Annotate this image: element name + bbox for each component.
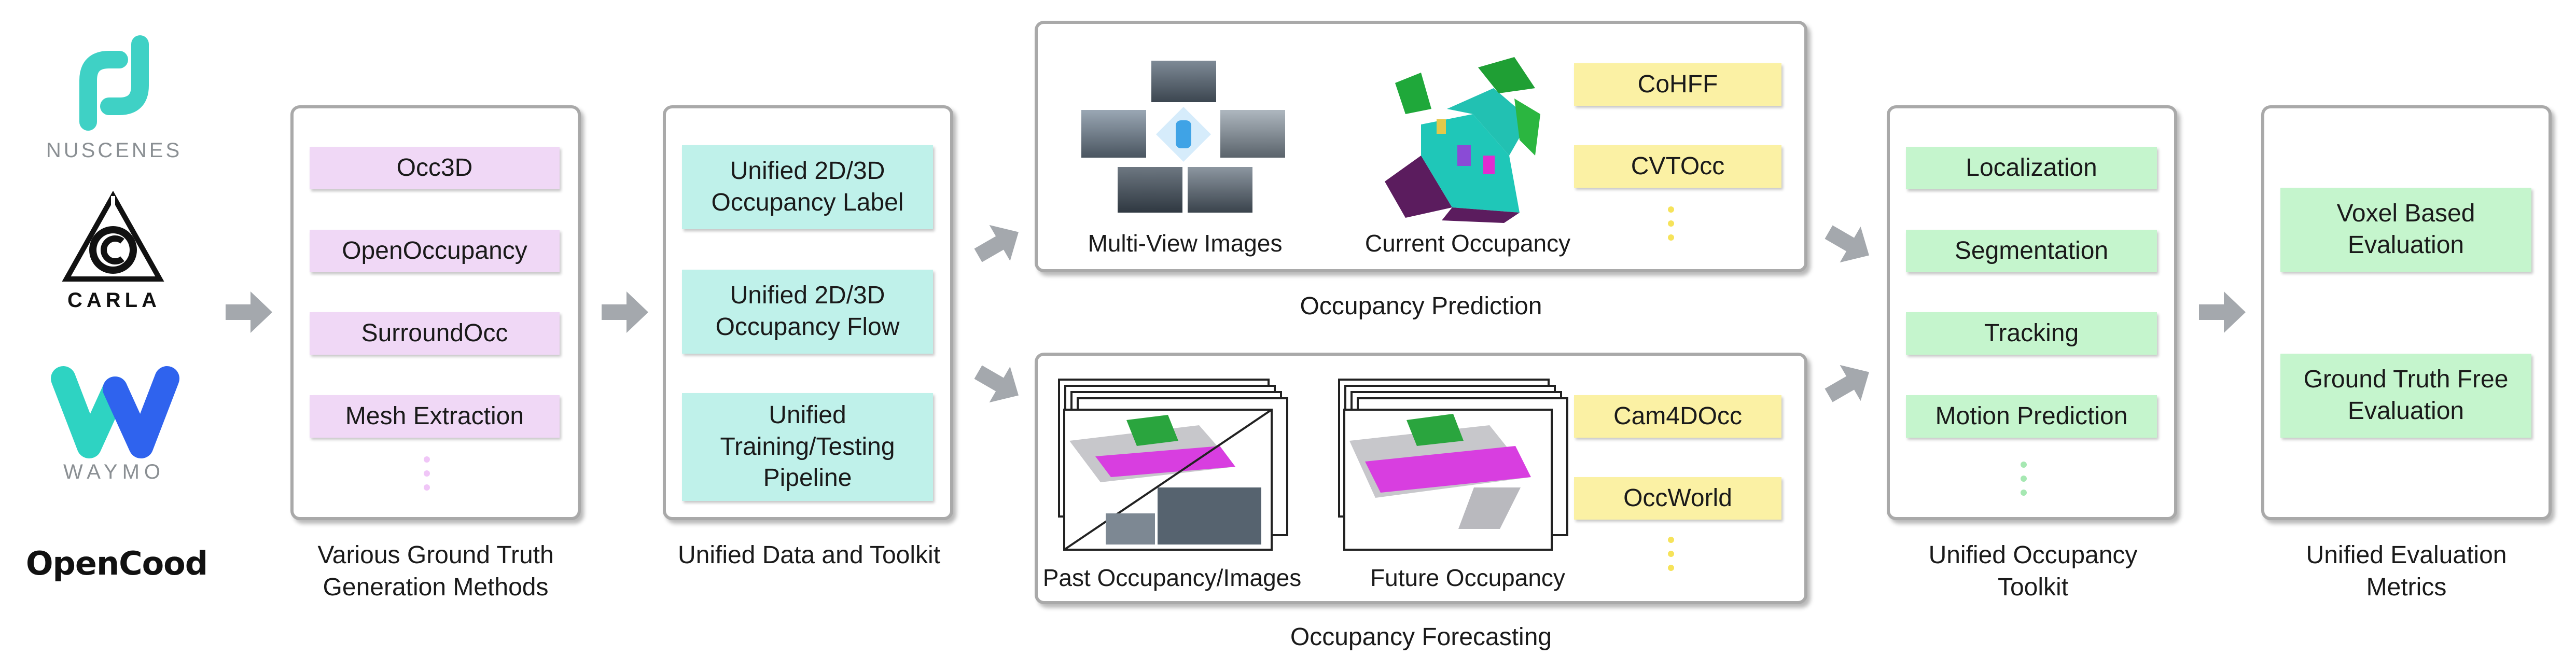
arrow-right-icon	[226, 291, 272, 333]
method-cam4docc: Cam4DOcc	[1574, 395, 1781, 438]
nuscenes-logo-icon	[79, 35, 149, 131]
past-occupancy-frame	[1063, 409, 1273, 551]
carla-wordmark: CARLA	[67, 289, 161, 312]
data-toolkit-caption: Unified Data and Toolkit	[677, 541, 941, 569]
arrow-right-icon	[602, 291, 648, 333]
current-occupancy-render	[1385, 57, 1540, 223]
method-cvtocc: CVTOcc	[1574, 145, 1781, 188]
gt-method-mesh-extraction: Mesh Extraction	[310, 395, 560, 438]
arrow-down-right-icon	[974, 365, 1019, 403]
occupancy-prediction-caption: Occupancy Prediction	[1300, 292, 1542, 320]
future-occupancy-frame	[1343, 409, 1553, 551]
multi-view-images	[1081, 58, 1289, 214]
continuation-dots	[424, 456, 431, 498]
continuation-dots	[2021, 462, 2028, 504]
nuscenes-wordmark: NUSCENES	[46, 139, 183, 162]
prediction-output-label: Current Occupancy	[1364, 230, 1571, 257]
ground-truth-caption: Various Ground Truth Generation Methods	[317, 541, 554, 602]
occupancy-toolkit-caption: Unified Occupancy Toolkit	[1928, 541, 2138, 602]
arrow-right-icon	[2199, 291, 2246, 333]
occupancy-forecasting-caption: Occupancy Forecasting	[1290, 623, 1552, 651]
opencood-wordmark: OpenCood	[25, 545, 208, 582]
arrow-up-right-icon	[974, 225, 1019, 262]
waymo-wordmark: WAYMO	[63, 460, 165, 483]
forecasting-output-label: Future Occupancy	[1370, 564, 1565, 591]
waymo-logo-icon	[51, 366, 179, 458]
arrow-up-right-icon	[1825, 365, 1869, 402]
task-motion-prediction: Motion Prediction	[1906, 395, 2157, 438]
camera-image	[1081, 110, 1146, 158]
method-cohff: CoHFF	[1574, 63, 1781, 106]
past-frames-stack	[1058, 379, 1288, 551]
arrow-down-right-icon	[1825, 225, 1869, 263]
camera-image	[1151, 61, 1216, 102]
task-tracking: Tracking	[1906, 312, 2157, 355]
evaluation-panel	[2261, 105, 2552, 520]
camera-image	[1220, 110, 1285, 158]
camera-image	[1118, 167, 1182, 213]
continuation-dots	[1668, 206, 1675, 248]
camera-image	[1188, 167, 1252, 213]
carla-logo-icon	[62, 190, 164, 282]
evaluation-caption: Unified Evaluation Metrics	[2306, 541, 2507, 602]
task-localization: Localization	[1906, 147, 2157, 189]
gt-method-occ3d: Occ3D	[310, 147, 560, 189]
ego-vehicle-icon	[1156, 107, 1211, 162]
task-segmentation: Segmentation	[1906, 230, 2157, 272]
future-frames-stack	[1338, 379, 1568, 551]
forecasting-input-label: Past Occupancy/Images	[1042, 564, 1302, 591]
prediction-input-label: Multi-View Images	[1088, 230, 1283, 257]
continuation-dots	[1668, 537, 1675, 579]
gt-method-openoccupancy: OpenOccupancy	[310, 230, 560, 272]
method-occworld: OccWorld	[1574, 477, 1781, 520]
gt-method-surroundocc: SurroundOcc	[310, 312, 560, 355]
